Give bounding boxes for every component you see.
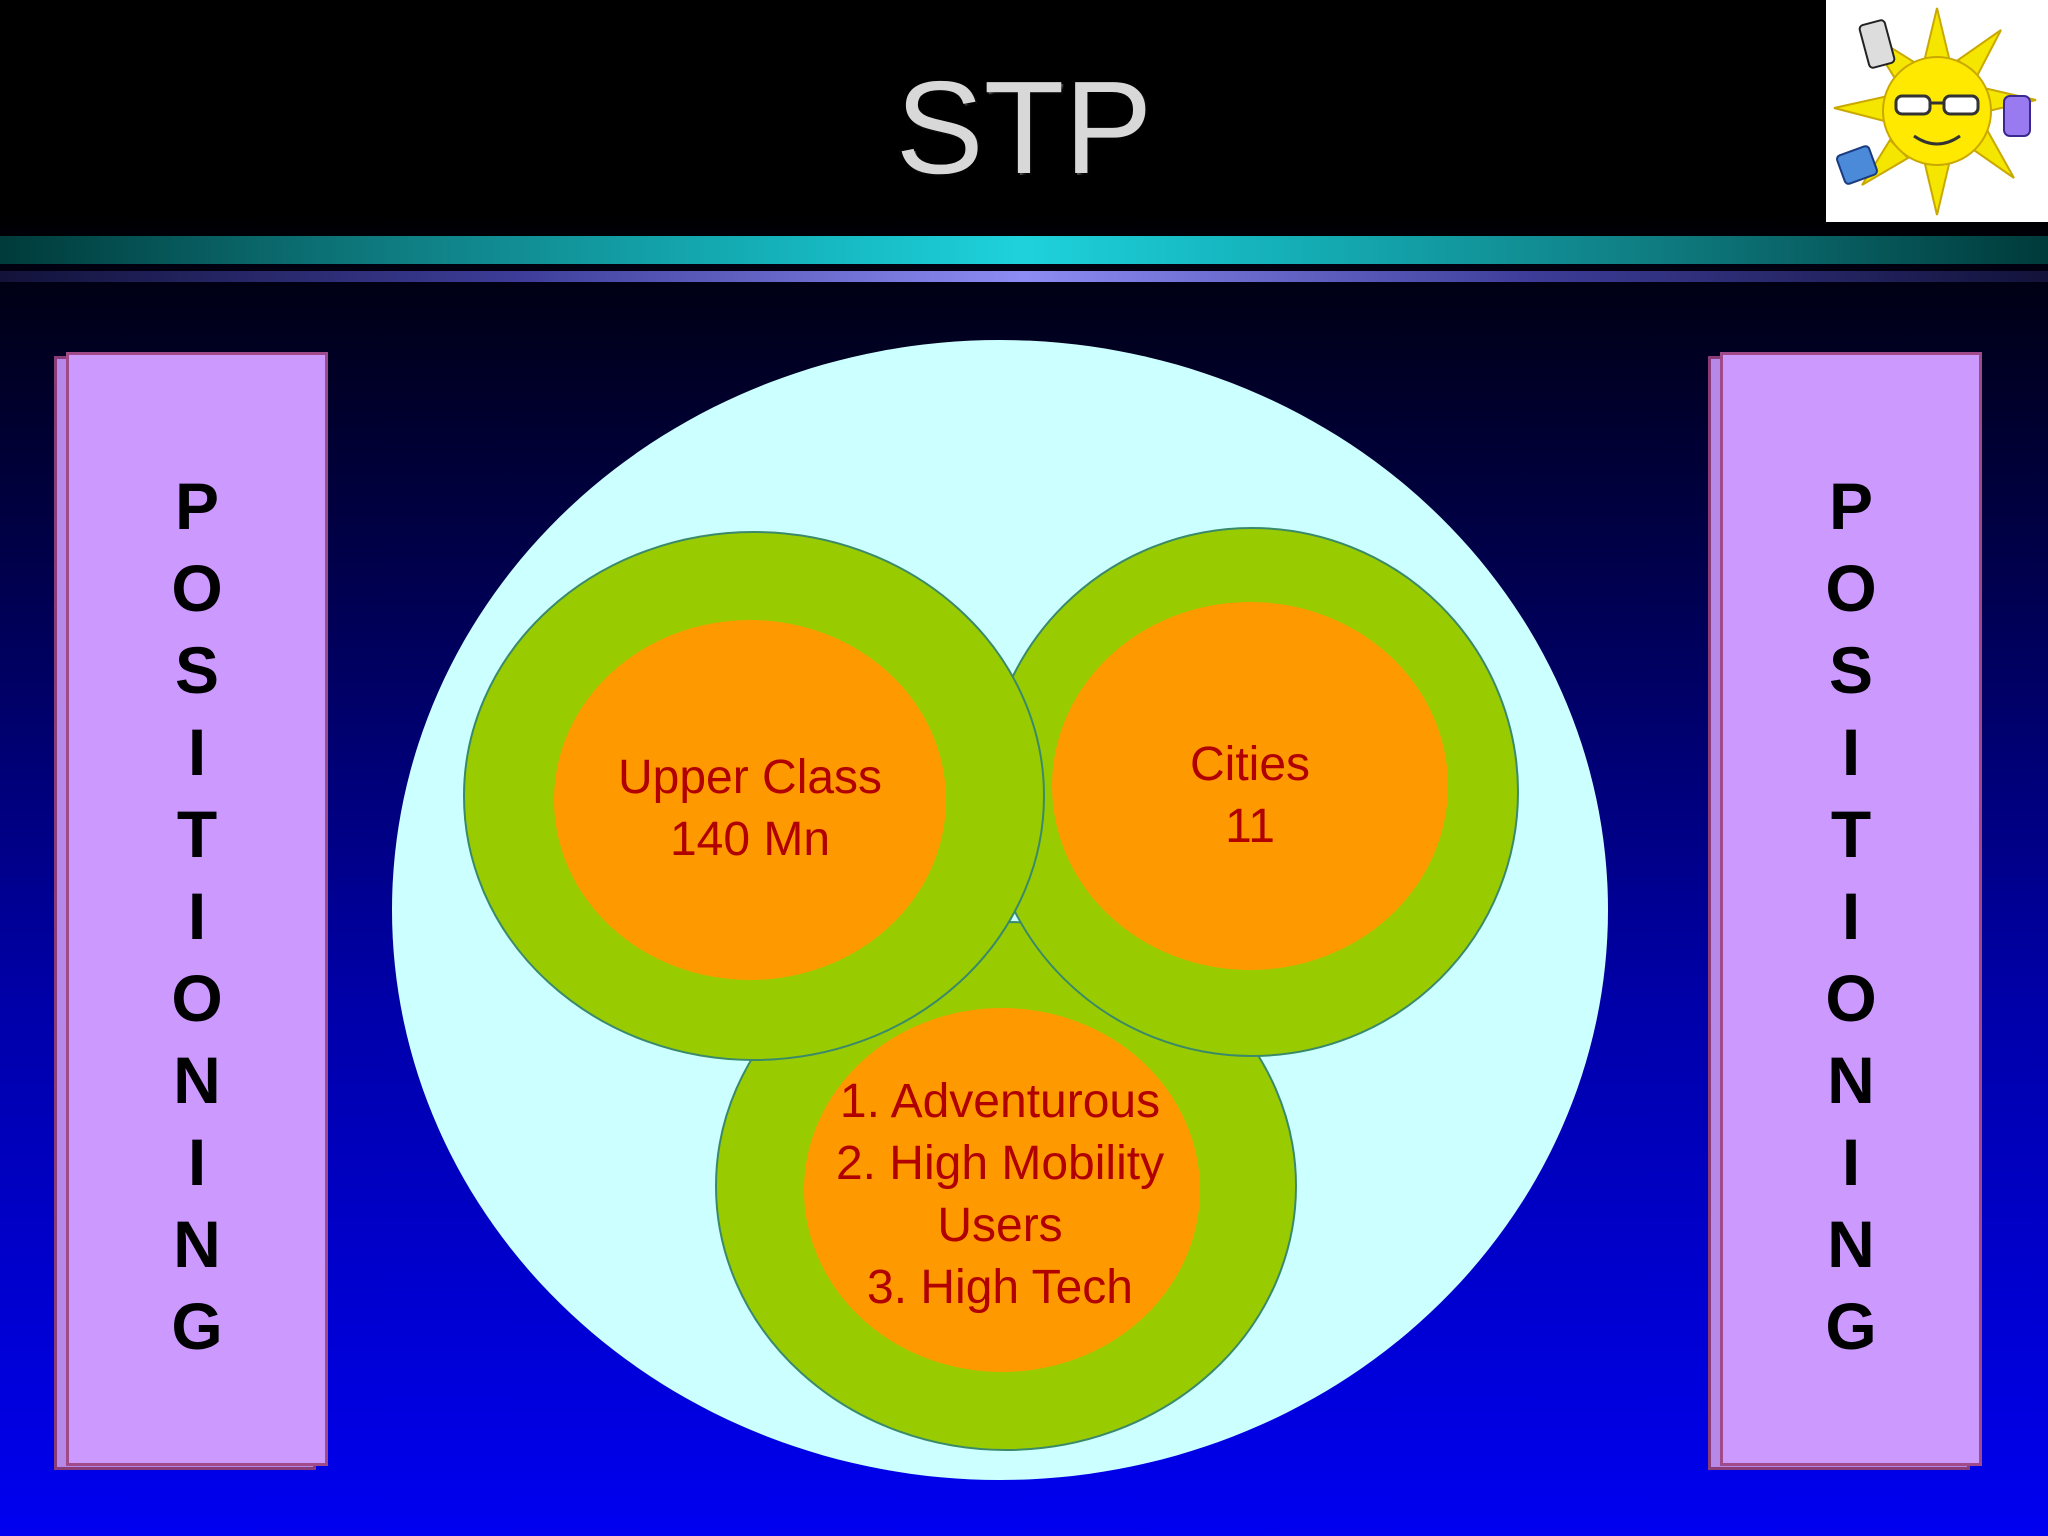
users-segment-core	[804, 1008, 1200, 1372]
right-letter: T	[1830, 797, 1872, 871]
users-label-line: Users	[937, 1199, 1063, 1252]
sun-logo-icon	[1826, 0, 2048, 222]
header-band-teal	[0, 236, 2048, 264]
users-label-line: 2. High Mobility	[835, 1137, 1165, 1190]
slide-title: STP	[895, 54, 1153, 201]
left-letter: I	[187, 715, 207, 789]
phone-icon-blue	[1836, 145, 1878, 185]
left-positioning-panel: P O S I T I O N I N G	[66, 352, 328, 1466]
right-letter: O	[1825, 961, 1877, 1035]
left-letter: P	[174, 469, 220, 543]
right-positioning-panel: P O S I T I O N I N G	[1720, 352, 1982, 1466]
right-letter: O	[1825, 551, 1877, 625]
left-letter: I	[187, 1125, 207, 1199]
phone-icon-purple	[2003, 95, 2031, 137]
left-letter: S	[174, 633, 220, 707]
left-letter: O	[171, 961, 223, 1035]
left-letter: N	[173, 1043, 221, 1117]
right-letter: P	[1828, 469, 1874, 543]
left-letter: N	[173, 1207, 221, 1281]
cities-label-line: Cities	[1189, 738, 1311, 791]
upper-class-label-line: 140 Mn	[669, 813, 831, 866]
cities-label-line: 11	[1225, 800, 1275, 853]
sun-smile	[1913, 134, 1961, 146]
cities-segment-core	[1052, 602, 1448, 970]
right-panel-letters: P O S I T I O N I N G	[1723, 465, 1979, 1367]
right-letter: N	[1827, 1207, 1875, 1281]
phone-icon	[1858, 19, 1896, 69]
left-letter: I	[187, 879, 207, 953]
users-label: 1. Adventurous 2. High Mobility Users 3.…	[780, 1071, 1220, 1319]
upper-class-label-line: Upper Class	[617, 751, 883, 804]
right-letter: G	[1825, 1289, 1877, 1363]
left-letter: G	[171, 1289, 223, 1363]
right-letter: N	[1827, 1043, 1875, 1117]
right-letter: I	[1841, 879, 1861, 953]
left-letter: T	[176, 797, 218, 871]
header-band-purple	[0, 271, 2048, 282]
sunglasses-icon	[1894, 94, 1980, 116]
left-panel-letters: P O S I T I O N I N G	[69, 465, 325, 1367]
users-label-line: 3. High Tech	[867, 1261, 1133, 1314]
right-letter: S	[1828, 633, 1874, 707]
right-letter: I	[1841, 715, 1861, 789]
sun-face	[1882, 56, 1992, 166]
right-letter: I	[1841, 1125, 1861, 1199]
users-label-line: 1. Adventurous	[839, 1075, 1161, 1128]
sun-logo-graphic	[1833, 7, 2037, 216]
upper-class-label: Upper Class 140 Mn	[550, 747, 950, 871]
left-letter: O	[171, 551, 223, 625]
cities-label: Cities 11	[1050, 734, 1450, 858]
upper-class-segment-core	[554, 620, 946, 980]
